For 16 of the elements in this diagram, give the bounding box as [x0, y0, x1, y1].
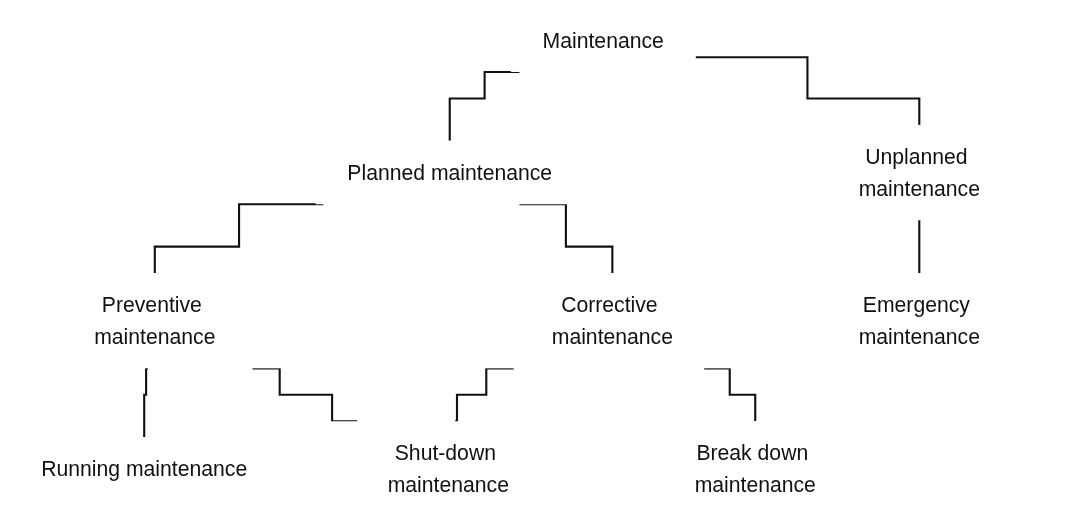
connector	[252, 367, 358, 423]
node-text: Running maintenance	[41, 457, 248, 481]
connector	[449, 70, 520, 142]
connector	[704, 367, 757, 423]
node-text: Break down maintenance	[694, 441, 817, 497]
connector	[918, 219, 921, 275]
node-text: Maintenance	[542, 28, 665, 52]
node-text: Emergency maintenance	[859, 293, 981, 349]
connector	[695, 56, 921, 126]
node-text: Preventive maintenance	[94, 293, 216, 349]
connector	[519, 203, 614, 275]
connector	[454, 367, 514, 423]
node-text: Shut-down maintenance	[388, 441, 510, 497]
node-text: Unplanned maintenance	[859, 145, 981, 201]
connector	[154, 203, 324, 275]
connector	[143, 367, 149, 439]
